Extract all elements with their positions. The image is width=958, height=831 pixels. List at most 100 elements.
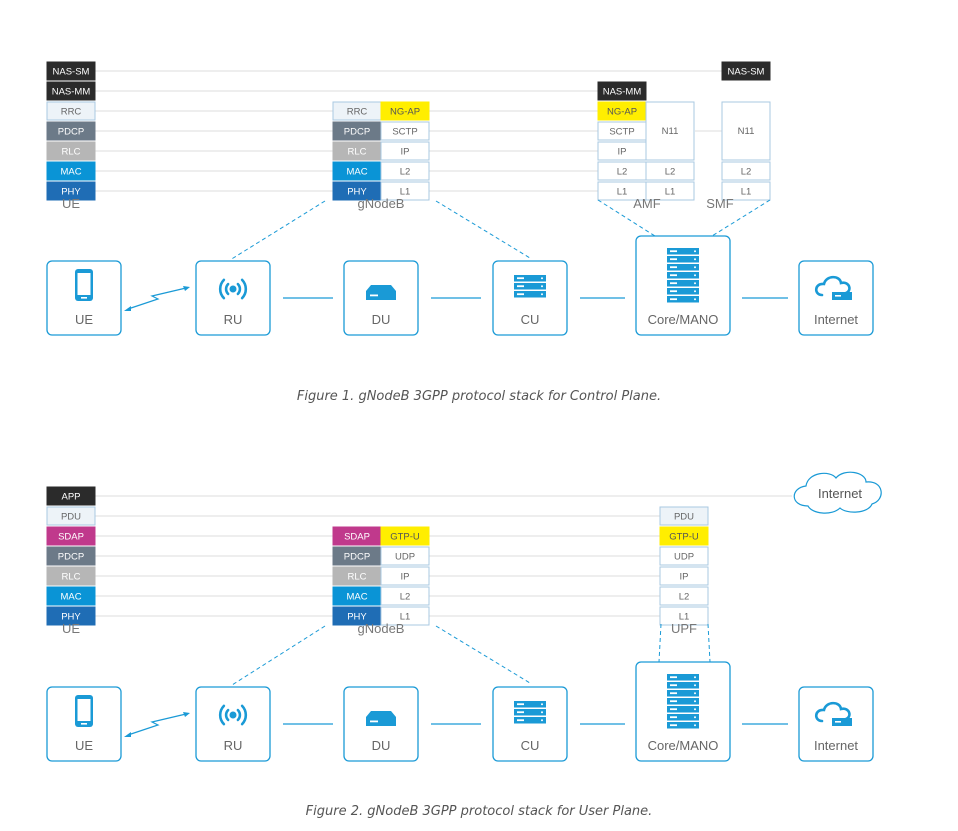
distributed-unit-icon	[366, 285, 396, 300]
server-slot	[670, 266, 677, 269]
gnb-cp-left-rrc-label: RRC	[347, 107, 368, 118]
gnb-cp-right-ng-ap-label: NG-AP	[390, 107, 420, 118]
fig2-wireless-link	[127, 713, 187, 736]
wave-right-0	[236, 708, 242, 722]
internet-cloud-icon: Internet	[793, 471, 882, 514]
fig2-node-coremano: Core/MANO	[635, 661, 731, 762]
smartphone-icon	[75, 269, 93, 301]
node-label: DU	[372, 312, 391, 327]
internet-cloud-label: Internet	[818, 486, 862, 501]
server-slot	[670, 684, 677, 687]
server-slot	[517, 711, 524, 714]
figure-1-control-plane: NAS-SMNAS-MMRRCPDCPRLCMACPHYUERRCPDCPRLC…	[46, 61, 874, 336]
fig2-node-du: DU	[343, 686, 419, 762]
central-unit-server-icon	[514, 701, 546, 724]
server-led	[694, 684, 696, 687]
smf-n11-box	[721, 101, 771, 161]
gnb-cp-right-l2-box	[380, 161, 430, 181]
node-box	[492, 260, 568, 336]
ue-up-rlc-box	[46, 566, 96, 586]
server-led	[541, 711, 543, 714]
ue-up-rlc-label: RLC	[61, 572, 80, 583]
ue-cp-phy-label: PHY	[61, 187, 81, 198]
gnb-cp-right-l1-box	[380, 181, 430, 201]
gnb-cp-right-ng-ap-box	[380, 101, 430, 121]
fig2-node-cu: CU	[492, 686, 568, 762]
node-label: Core/MANO	[648, 738, 719, 753]
ue-cp-nas-mm-box	[46, 81, 96, 101]
ue-cp-nas-sm-label: NAS-SM	[53, 67, 90, 78]
cloud-shape	[793, 471, 882, 514]
server-slot	[670, 290, 677, 293]
gnb-up-label: gNodeB	[358, 621, 405, 636]
ue-cp-phy-box	[46, 181, 96, 201]
du-body	[366, 291, 396, 300]
core-server-rack-icon	[667, 674, 699, 729]
server-unit	[514, 717, 546, 724]
fig1-node-du: DU	[343, 260, 419, 336]
server-slot	[670, 724, 677, 727]
gnb-cp-label: gNodeB	[358, 196, 405, 211]
figure-1-caption: Figure 1. gNodeB 3GPP protocol stack for…	[296, 389, 662, 404]
server-unit	[667, 690, 699, 697]
ue-up-sdap-label: SDAP	[58, 532, 84, 543]
gnb-up-right-l2-label: L2	[400, 592, 411, 603]
server-led	[694, 266, 696, 269]
upf-l2-box	[659, 586, 709, 606]
gnb-cp-right-ip-label: IP	[401, 147, 410, 158]
upf-ip-box	[659, 566, 709, 586]
smf-nas-sm-label: NAS-SM	[728, 67, 765, 78]
amf-n11-box	[645, 101, 695, 161]
server-led	[694, 250, 696, 253]
amf-col1-sctp-label: SCTP	[609, 127, 634, 138]
amf-label: AMF	[633, 196, 661, 211]
gnb-up-right-ip-label: IP	[401, 572, 410, 583]
smf-n11-label: N11	[738, 126, 755, 137]
smartphone-icon	[75, 695, 93, 727]
server-led	[694, 708, 696, 711]
fig2-wireless-arrow-left	[124, 732, 131, 737]
amf-nas-mm-box	[597, 81, 647, 101]
gnb-cp-right-sctp-label: SCTP	[392, 127, 417, 138]
smf-l2-label: L2	[741, 167, 752, 178]
server-led	[541, 285, 543, 288]
du-top	[366, 285, 396, 291]
gnb-cu-dashed-right	[435, 200, 531, 259]
cloud-router-icon	[814, 701, 852, 726]
upf-pdu-label: PDU	[674, 512, 694, 523]
server-led	[694, 692, 696, 695]
radio-antenna-icon	[218, 704, 248, 726]
node-label: Internet	[814, 738, 858, 753]
ue-cp-nas-mm-label: NAS-MM	[52, 87, 91, 98]
server-led	[694, 282, 696, 285]
server-led	[694, 290, 696, 293]
server-led	[541, 703, 543, 706]
cloud-outline	[814, 275, 851, 297]
wave-left-1	[218, 278, 226, 300]
fig1-node-internet: Internet	[798, 260, 874, 336]
server-unit	[667, 674, 699, 681]
distributed-unit-icon	[366, 711, 396, 726]
server-slot	[670, 708, 677, 711]
ue-up-label: UE	[62, 621, 80, 636]
amf-col2-l2-label: L2	[665, 167, 676, 178]
upf-core-dashed-left	[658, 623, 662, 663]
wave-left-0	[224, 708, 230, 722]
router-slot	[835, 721, 841, 723]
du-slot	[370, 294, 378, 297]
server-slot	[517, 285, 524, 288]
upf-core-dashed-right	[707, 623, 711, 663]
ue-cp-rrc-box	[46, 101, 96, 121]
server-slot	[670, 700, 677, 703]
phone-screen	[77, 273, 91, 295]
amf-core-dashed-left	[597, 199, 656, 237]
node-box	[195, 686, 271, 762]
gnb-cp-left-phy-label: PHY	[347, 187, 367, 198]
server-slot	[670, 716, 677, 719]
server-led	[694, 716, 696, 719]
antenna-dot	[229, 285, 237, 293]
ue-cp-nas-sm-box	[46, 61, 96, 81]
gnb-up-right-udp-label: UDP	[395, 552, 415, 563]
server-unit	[514, 701, 546, 708]
smf-label: SMF	[706, 196, 734, 211]
